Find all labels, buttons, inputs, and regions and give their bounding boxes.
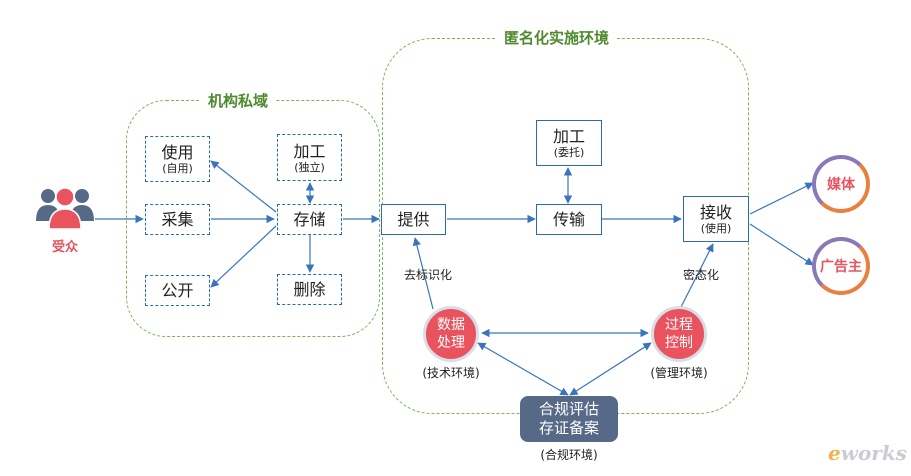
- caption-technical: (技术环境): [422, 366, 480, 380]
- node-collect-label: 采集: [161, 210, 194, 229]
- caption-compliance: (合规环境): [540, 448, 598, 462]
- node-process-independent: 加工 (独立): [277, 134, 342, 181]
- anonymization-title: 匿名化实施环境: [496, 29, 618, 47]
- edge-control-compliance: [569, 342, 652, 396]
- compliance-line1: 合规评估: [538, 400, 599, 418]
- node-delete-label: 删除: [293, 280, 326, 299]
- edge-receive-advertiser: [749, 223, 814, 266]
- edge-receive-media: [749, 182, 814, 215]
- circle-data-processing-line1: 数据: [437, 317, 465, 333]
- compliance-line2: 存证备案: [538, 419, 599, 437]
- recipient-media: 媒体: [812, 155, 870, 213]
- label-deidentify: 去标识化: [404, 268, 453, 282]
- circle-process-control: 过程 控制: [651, 306, 707, 362]
- node-process-independent-label: 加工: [293, 141, 326, 161]
- node-process-independent-sub: (独立): [294, 160, 325, 174]
- node-provide-label: 提供: [397, 210, 430, 229]
- audience-label: 受众: [51, 240, 78, 255]
- node-publish-label: 公开: [161, 281, 194, 300]
- caption-management: (管理环境): [650, 366, 708, 380]
- recipient-advertiser-label: 广告主: [820, 259, 862, 275]
- edge-store-publish: [210, 225, 277, 288]
- edge-store-use: [210, 160, 277, 213]
- node-transfer: 传输: [536, 204, 602, 235]
- node-process-entrusted-sub: (委托): [553, 146, 585, 159]
- circle-process-control-line1: 过程: [665, 317, 693, 333]
- node-process-entrusted: 加工 (委托): [536, 120, 602, 166]
- node-process-entrusted-label: 加工: [552, 127, 585, 146]
- node-publish: 公开: [145, 275, 210, 306]
- node-use-sub: (自用): [162, 162, 193, 175]
- edge-control-receive: [679, 243, 714, 310]
- node-delete: 删除: [277, 274, 342, 305]
- edge-dataproc-provide: [412, 237, 434, 310]
- audience-icon: [35, 185, 95, 233]
- recipient-advertiser: 广告主: [812, 237, 870, 295]
- compliance-box: 合规评估 存证备案: [520, 396, 618, 442]
- eworks-logo: eworks: [828, 441, 907, 465]
- node-provide: 提供: [381, 204, 446, 235]
- circle-process-control-line2: 控制: [665, 335, 693, 351]
- node-collect: 采集: [145, 204, 210, 235]
- node-transfer-label: 传输: [552, 210, 585, 229]
- node-store: 存储: [277, 204, 342, 235]
- recipient-media-label: 媒体: [827, 177, 855, 193]
- edge-dataproc-compliance: [477, 342, 569, 396]
- node-use-label: 使用: [161, 143, 194, 162]
- circle-data-processing-line2: 处理: [437, 335, 465, 351]
- node-store-label: 存储: [293, 210, 326, 229]
- node-receive-label: 接收: [699, 203, 732, 222]
- node-use: 使用 (自用): [145, 136, 210, 182]
- node-receive-sub: (使用): [700, 222, 732, 235]
- circle-data-processing: 数据 处理: [423, 306, 479, 362]
- label-encrypt: 密态化: [683, 268, 720, 282]
- private-domain-title: 机构私域: [200, 92, 277, 110]
- node-receive: 接收 (使用): [683, 196, 749, 242]
